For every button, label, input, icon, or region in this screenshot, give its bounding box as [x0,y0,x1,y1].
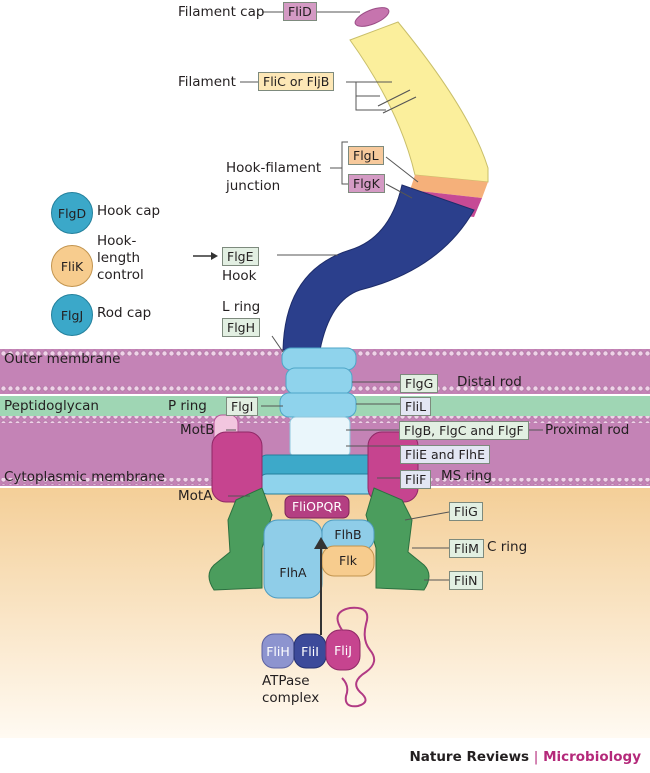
flid-box: FliD [283,2,317,21]
flin-box: FliN [449,571,483,590]
p-ring [279,392,357,418]
distal-rod [285,367,353,395]
legend-flik-text-3: control [97,267,144,283]
proximal-rod-label: Proximal rod [545,422,630,438]
filament-cap [354,7,390,27]
hook-label: Hook [222,268,257,284]
flhb-label: FlhB [334,527,362,542]
c-ring-right [365,487,430,591]
l-ring [281,347,357,371]
ms-ring-label: MS ring [441,468,492,484]
peptidoglycan-label: Peptidoglycan [4,398,99,414]
legend-flik-ball: FliK [51,245,93,287]
mota-label: MotA [178,488,213,504]
flk-label: Flk [339,553,357,568]
c-ring-left [208,487,273,591]
motb-label: MotB [180,422,215,438]
hook [282,184,475,351]
flgg-box: FlgG [400,374,439,393]
junction-label-line2: junction [226,178,281,194]
outer-membrane-label: Outer membrane [4,351,121,367]
flie-flhe-box: FliE and FlhE [400,445,490,464]
junction-label-line1: Hook-filament [226,160,322,176]
flgk-box: FlgK [348,174,385,193]
legend-flgj-text: Rod cap [97,305,152,321]
legend-flik-text-1: Hook- [97,233,137,249]
journal-credit: Nature Reviews | Microbiology [409,749,641,765]
flha [263,519,323,599]
legend-flik-text-2: length [97,250,141,266]
proximal-rod [289,416,351,458]
flij-label: FliJ [334,643,352,658]
p-ring-label: P ring [168,398,207,414]
journal-name: Nature Reviews [409,749,530,765]
flgl-box: FlgL [348,146,384,165]
distal-rod-label: Distal rod [457,374,522,390]
flgbcf-box: FlgB, FlgC and FlgF [399,421,529,440]
flic-fljb-box: FliC or FljB [258,72,335,91]
flij [325,629,361,671]
fliopqr [284,495,350,519]
legend-flgj-code: FlgJ [60,307,84,323]
flij-tail [336,606,376,708]
ms-ring-bottom [258,473,378,495]
atpase-label-line1: ATPase [262,673,310,689]
legend-flgd-text: Hook cap [97,203,161,219]
filament-label: Filament [178,74,236,90]
flif-box: FliF [400,470,432,489]
flii-label: FliI [301,644,319,659]
c-ring-label: C ring [487,539,528,555]
flge-box: FlgE [222,247,259,266]
legend-flgd-code: FlgD [57,205,87,221]
flgh-box: FlgH [222,318,260,337]
flil-box: FliL [400,397,432,416]
filament [349,21,489,183]
flim-box: FliM [449,539,484,558]
flgi-box: FlgI [226,397,259,416]
atpase-label-line2: complex [262,690,320,706]
flih-label: FliH [266,644,290,659]
filament-cap-label: Filament cap [178,4,265,20]
cytoplasmic-membrane-label: Cytoplasmic membrane [4,469,166,485]
legend-flgd-ball: FlgD [51,192,93,234]
legend-flik-code: FliK [60,258,84,274]
junction-flgl [410,175,488,198]
leader-lines [226,11,543,581]
flig-box: FliG [449,502,483,521]
legend-flgj-ball: FlgJ [51,294,93,336]
flha-label: FlhA [279,565,307,580]
journal-section: Microbiology [543,749,641,765]
fliopqr-label: FliOPQR [291,499,343,514]
journal-separator: | [533,749,539,765]
l-ring-label: L ring [222,299,261,315]
